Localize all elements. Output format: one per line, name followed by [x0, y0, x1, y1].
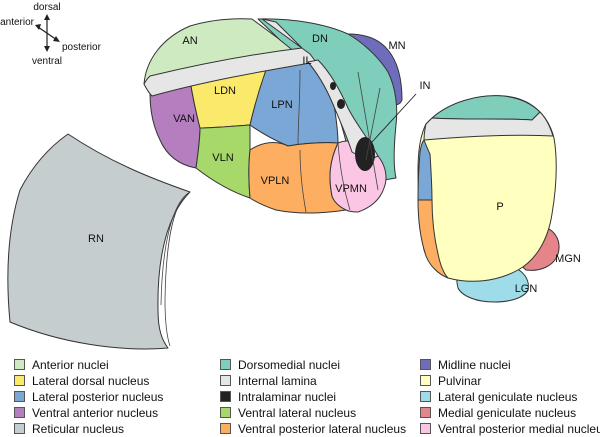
posterior-thalamus: P MGN LGN [417, 95, 581, 303]
medial-geniculate-swatch [420, 407, 431, 418]
il-label: IL [302, 55, 311, 67]
legend-item-label: Anterior nuclei [32, 358, 109, 372]
intralaminar-nucleus-1 [330, 82, 336, 90]
dorsal-label: dorsal [33, 2, 60, 13]
pulvinar-dorsomedial-cap [431, 95, 541, 121]
internal-lamina-dorsal [143, 18, 317, 97]
lateral-dorsal-swatch [14, 375, 25, 386]
vpmn-label: VPMN [335, 183, 367, 195]
dorsomedial-swatch [220, 359, 231, 370]
legend-item-label: Lateral geniculate nucleus [438, 390, 578, 404]
legend-item-label: Internal lamina [238, 374, 317, 388]
lateral-geniculate-swatch [420, 391, 431, 402]
lpn-label: LPN [271, 99, 292, 111]
ventral-posterior-lateral-swatch [220, 423, 231, 434]
reticular-inner-edge [164, 191, 191, 347]
in-pointer-line [371, 93, 417, 143]
legend-item-label: Lateral posterior nucleus [32, 390, 164, 404]
legend-item-label: Ventral posterior lateral nucleus [238, 422, 407, 436]
orientation-compass: dorsal anterior posterior ventral [0, 2, 101, 67]
legend-item-label: Medial geniculate nucleus [438, 406, 577, 420]
rn-label: RN [88, 233, 104, 245]
pulvinar-vpl-sliver [417, 199, 449, 279]
intralaminar-nucleus-large [355, 137, 375, 171]
legend-item-label: Ventral posterior medial nucleus [438, 422, 600, 436]
thalamus-main-body: AN DN MN IL IN LDN LPN VAN VLN VPLN VPMN [143, 18, 431, 214]
legend-item-label: Midline nuclei [438, 358, 511, 372]
vpln-label: VPLN [261, 175, 290, 187]
pulvinar-internal-lamina [423, 111, 554, 141]
vln-label: VLN [212, 152, 233, 164]
legend-item-label: Lateral dorsal nucleus [32, 374, 150, 388]
lgn-label: LGN [515, 283, 538, 295]
legend-item-label: Pulvinar [438, 374, 482, 388]
lpn-inner-line [297, 69, 301, 146]
legend-item-label: Ventral anterior nucleus [32, 406, 159, 420]
arrow-downright-icon [53, 36, 60, 42]
dn-inner-line-2 [365, 87, 381, 161]
mgn-label: MGN [555, 253, 581, 265]
ventral-posterior-medial-swatch [420, 423, 431, 434]
legend-item-label: Ventral lateral nucleus [238, 406, 357, 420]
p-label: P [496, 201, 503, 213]
anterior-nuclei-swatch [14, 359, 25, 370]
midline-swatch [420, 359, 431, 370]
van-label: VAN [173, 113, 195, 125]
reticular-inner-edge-2 [160, 196, 185, 306]
mn-label: MN [388, 40, 405, 52]
legend-item-label: Dorsomedial nuclei [238, 358, 341, 372]
reticular-nucleus: RN [7, 133, 191, 350]
legend-item-label: Intralaminar nuclei [238, 390, 337, 404]
vp-divider-line [337, 142, 351, 211]
an-label: AN [182, 35, 197, 47]
ventral-anterior-swatch [14, 407, 25, 418]
dn-label: DN [312, 33, 328, 45]
ldn-label: LDN [214, 85, 236, 97]
pulvinar-swatch [420, 375, 431, 386]
dn-inner-line-1 [357, 71, 379, 191]
arrow-up-icon [44, 14, 50, 20]
vpl-inner-line [299, 149, 307, 213]
lateral-posterior-swatch [14, 391, 25, 402]
arrow-down-icon [44, 46, 50, 52]
ventral-label: ventral [32, 56, 62, 67]
arrow-upleft-icon [35, 24, 41, 30]
compass-diagonal-axis [37, 26, 58, 41]
intralaminar-swatch [220, 391, 231, 402]
anterior-label: anterior [0, 17, 35, 28]
ventral-lateral-swatch [220, 407, 231, 418]
internal-lamina-swatch [220, 375, 231, 386]
in-label: IN [420, 80, 431, 92]
posterior-label: posterior [62, 42, 102, 53]
reticular-swatch [14, 423, 25, 434]
legend-item-label: Reticular nucleus [32, 422, 125, 436]
intralaminar-nucleus-2 [337, 99, 345, 109]
